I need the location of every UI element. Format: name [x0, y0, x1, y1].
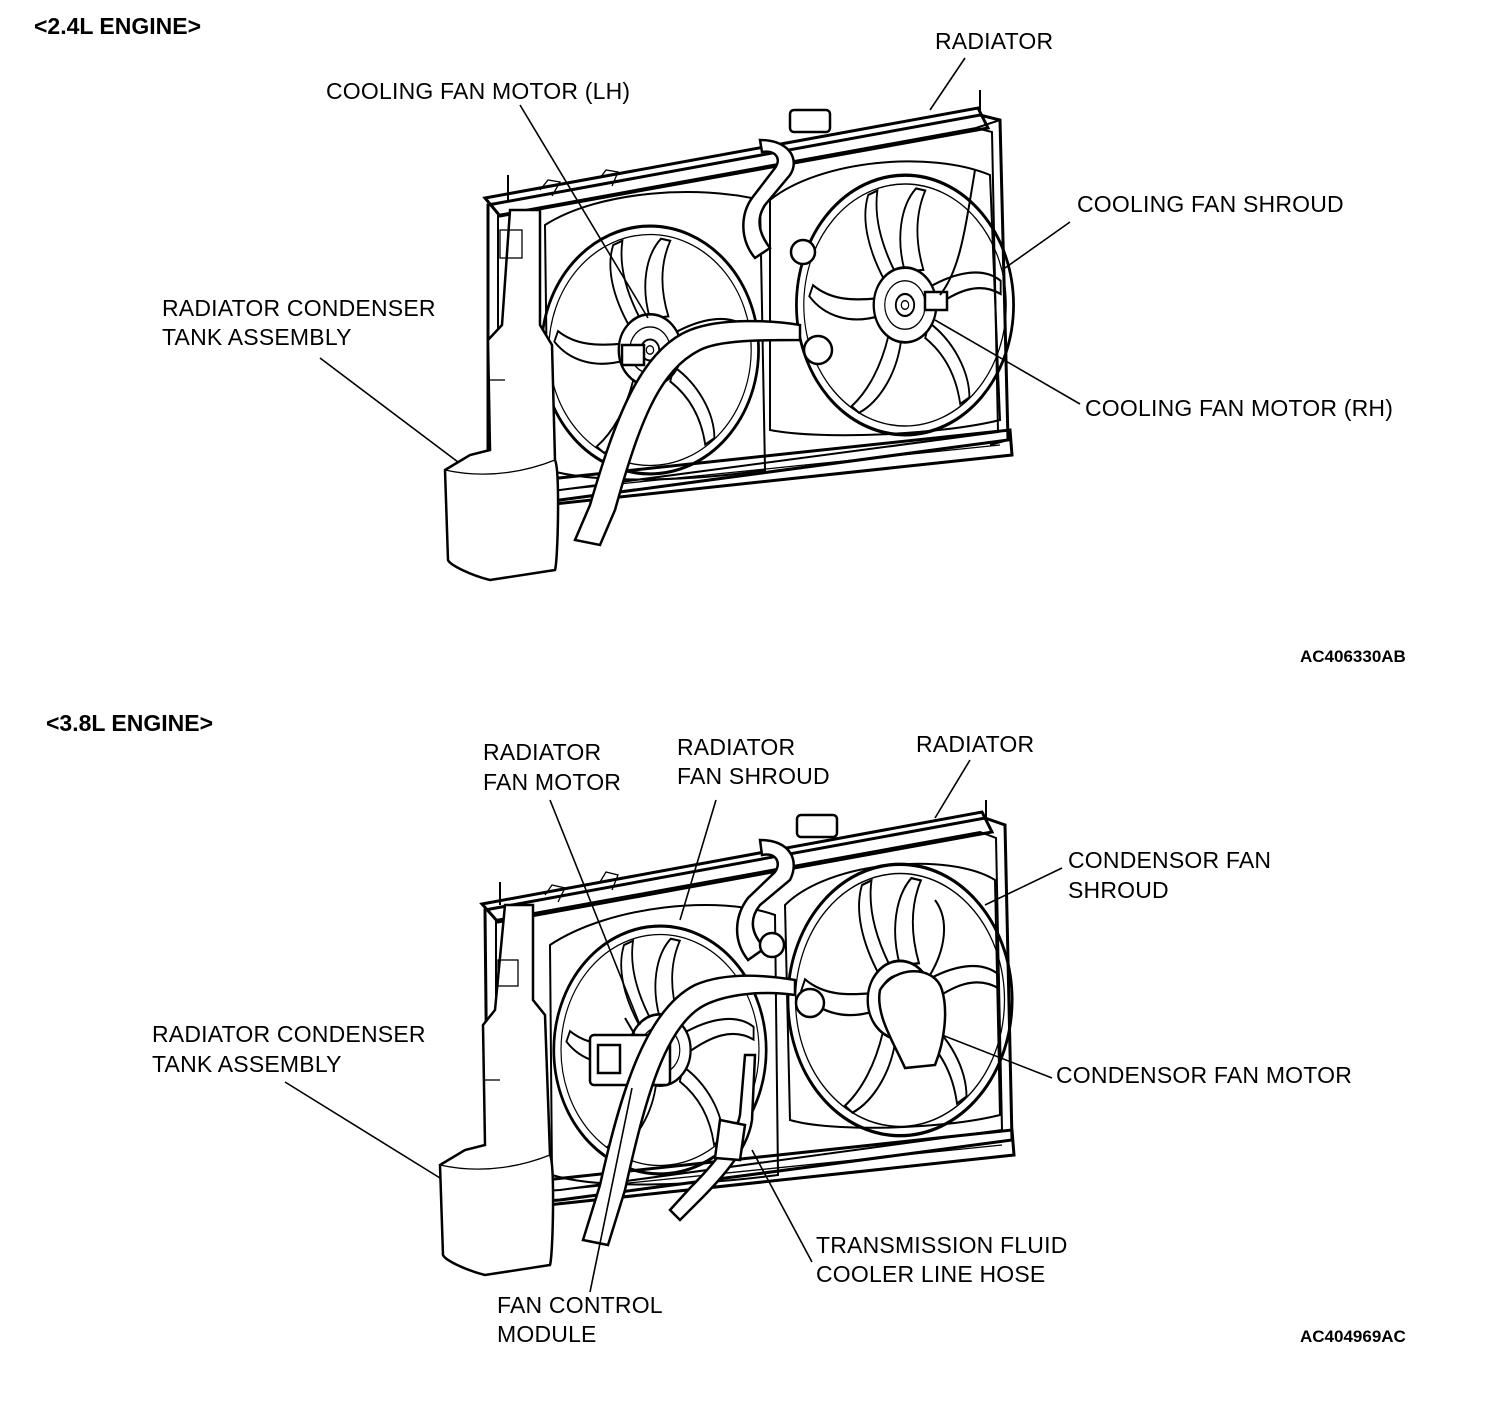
label-radiator: RADIATOR [935, 28, 1053, 54]
label-condensor-fan-motor: CONDENSOR FAN MOTOR [1056, 1062, 1352, 1088]
label-tank-line2: TANK ASSEMBLY [162, 324, 352, 350]
leader-tank [319, 357, 459, 463]
figure-code-2-4l: AC406330AB [1300, 647, 1406, 666]
leader-fan-motor-rh [934, 319, 1081, 405]
label-fan-control-module-line2: MODULE [497, 1321, 597, 1347]
figure-code-3-8l: AC404969AC [1300, 1327, 1406, 1346]
leader-radiator-fan-motor [549, 799, 641, 1026]
label-cooling-fan-motor-lh: COOLING FAN MOTOR (LH) [326, 78, 630, 104]
figure-3-8l-engine: <3.8L ENGINE> AC404969AC [46, 710, 1406, 1347]
heading-2-4l: <2.4L ENGINE> [34, 13, 201, 39]
leader-radiator-3-8l [934, 759, 971, 819]
label-fan-control-module-line1: FAN CONTROL [497, 1292, 663, 1318]
label-trans-line2: COOLER LINE HOSE [816, 1261, 1045, 1287]
label-radiator-fan-motor-line2: FAN MOTOR [483, 769, 621, 795]
leader-fan-shroud [1004, 221, 1071, 269]
leader-lines-2-4l [319, 57, 1081, 463]
leader-tank-3-8l [284, 1081, 441, 1179]
leader-condensor-fan-motor [941, 1034, 1053, 1079]
label-condensor-shroud-line2: SHROUD [1068, 877, 1169, 903]
leader-trans-cooler-hose [751, 1149, 813, 1263]
label-radiator-3-8l: RADIATOR [916, 731, 1034, 757]
radiator-assembly-2-4l [443, 90, 1016, 582]
radiator-assembly-3-8l [438, 800, 1016, 1277]
heading-3-8l: <3.8L ENGINE> [46, 710, 213, 736]
leader-radiator-fan-shroud [679, 799, 717, 921]
label-radiator-fan-shroud-line2: FAN SHROUD [677, 763, 830, 789]
leader-radiator [929, 57, 966, 111]
label-tank-3-8l-line1: RADIATOR CONDENSER [152, 1021, 426, 1047]
label-cooling-fan-shroud: COOLING FAN SHROUD [1077, 191, 1344, 217]
leader-lines-3-8l [284, 759, 1063, 1293]
leader-fan-motor-lh [519, 104, 649, 319]
label-tank-3-8l-line2: TANK ASSEMBLY [152, 1051, 342, 1077]
leader-condensor-shroud [984, 867, 1063, 906]
label-trans-line1: TRANSMISSION FLUID [816, 1232, 1068, 1258]
label-cooling-fan-motor-rh: COOLING FAN MOTOR (RH) [1085, 395, 1393, 421]
label-radiator-fan-shroud-line1: RADIATOR [677, 734, 795, 760]
figure-2-4l-engine: <2.4L ENGINE> AC406330AB [34, 13, 1406, 666]
label-radiator-fan-motor-line1: RADIATOR [483, 739, 601, 765]
leader-fan-control-module [589, 1087, 633, 1293]
label-tank-line1: RADIATOR CONDENSER [162, 295, 436, 321]
label-condensor-shroud-line1: CONDENSOR FAN [1068, 847, 1271, 873]
